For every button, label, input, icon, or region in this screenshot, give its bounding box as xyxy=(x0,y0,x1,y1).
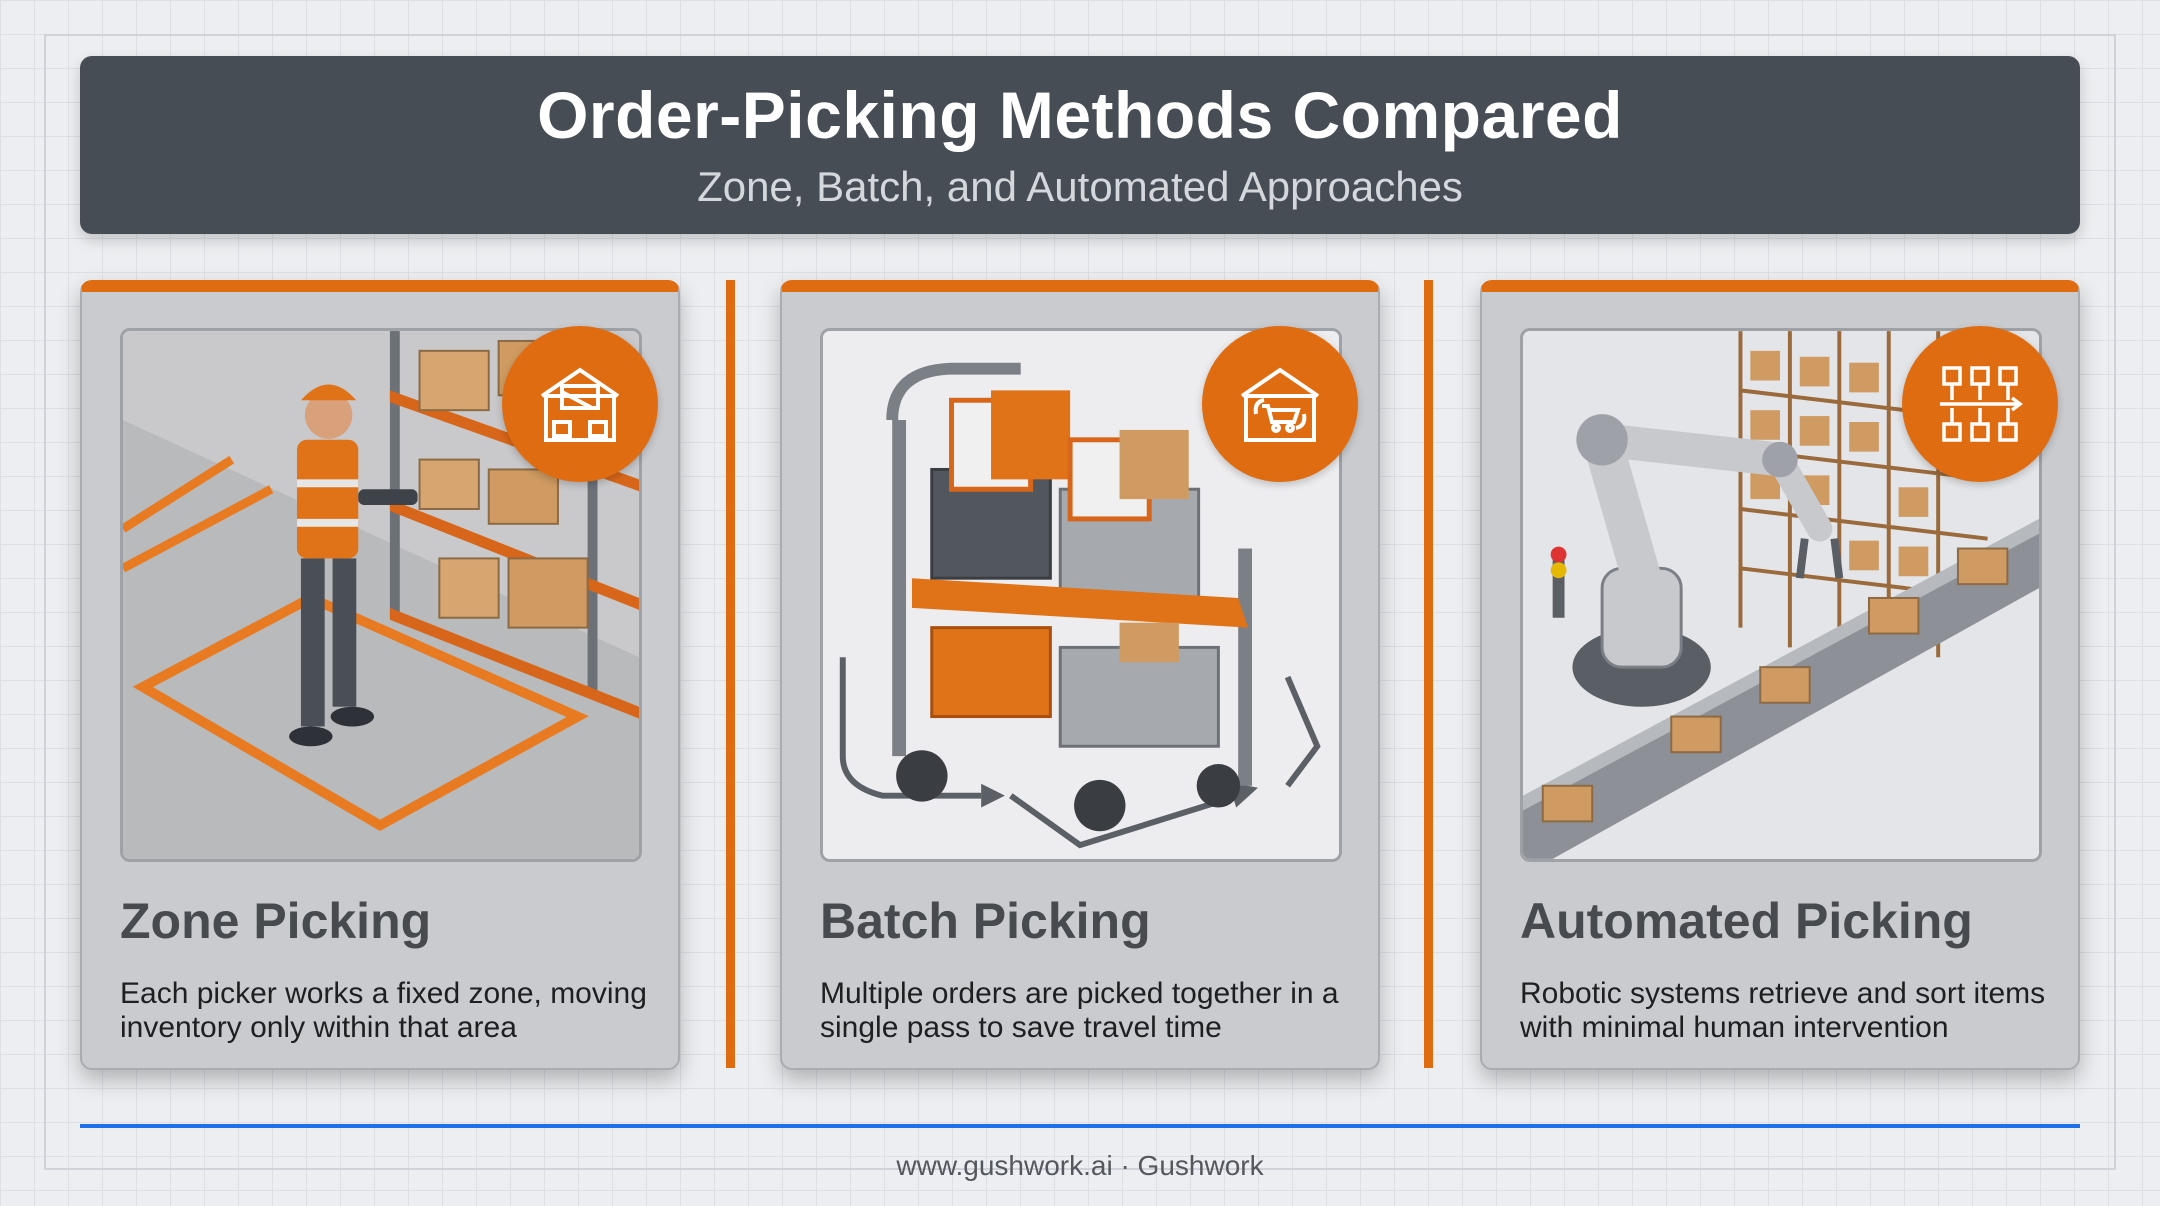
card-description: Robotic systems retrieve and sort items … xyxy=(1520,977,2046,1044)
grid-flow-icon xyxy=(1902,326,2058,482)
outer-frame xyxy=(44,34,2116,1170)
card-automated-picking: Automated Picking Robotic systems retrie… xyxy=(1480,280,2080,1070)
card-description: Each picker works a fixed zone, moving i… xyxy=(120,977,647,1044)
card-title: Automated Picking xyxy=(1520,893,1973,949)
card-zone-picking: Zone Picking Each picker works a fixed z… xyxy=(80,280,680,1070)
column-divider-1 xyxy=(726,280,735,1068)
robot-arm-scene xyxy=(1523,331,2039,859)
card-batch-picking: Batch Picking Multiple orders are picked… xyxy=(780,280,1380,1070)
card-title: Batch Picking xyxy=(820,893,1151,949)
automated-picking-illustration xyxy=(1520,328,2042,862)
card-description: Multiple orders are picked together in a… xyxy=(820,977,1339,1044)
column-divider-2 xyxy=(1424,280,1433,1068)
batch-picking-illustration xyxy=(820,328,1342,862)
footer-credit: www.gushwork.ai · Gushwork xyxy=(896,1150,1264,1181)
warehouse-zone-icon xyxy=(502,326,658,482)
cart-cycle-icon xyxy=(1202,326,1358,482)
header-banner: Order-Picking Methods Compared Zone, Bat… xyxy=(80,56,2080,234)
page-title: Order-Picking Methods Compared xyxy=(537,78,1623,152)
card-title: Zone Picking xyxy=(120,893,432,949)
page-subtitle: Zone, Batch, and Automated Approaches xyxy=(697,163,1463,210)
footer-divider-line xyxy=(80,1124,2080,1128)
